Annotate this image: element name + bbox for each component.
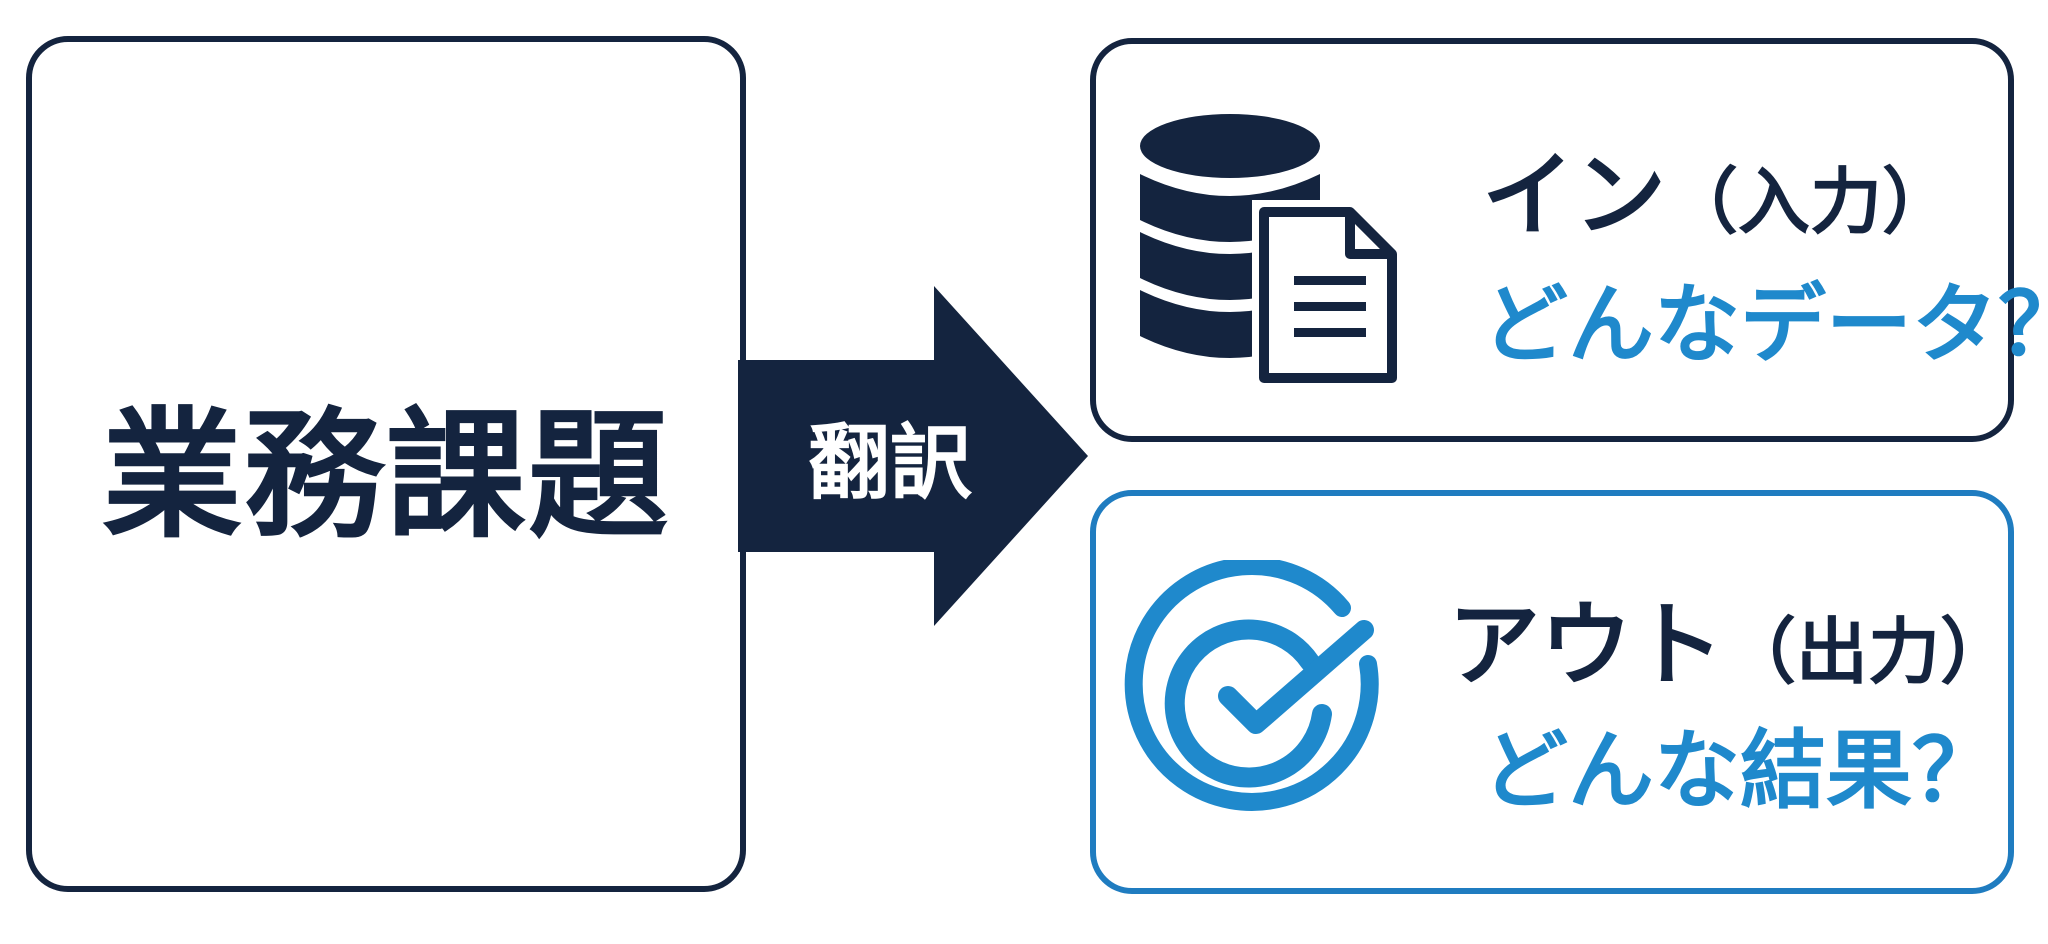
translate-label: 翻訳 <box>807 415 972 511</box>
input-paren: （入力） <box>1666 160 1955 244</box>
input-heading: イン（入力） <box>1482 150 1954 242</box>
output-question: どんな結果？ <box>1482 721 1998 821</box>
output-paren: （出力） <box>1724 610 2013 694</box>
output-title: アウト <box>1448 592 1725 699</box>
check-circle-icon <box>1124 560 1379 811</box>
business-problem-label: 業務課題 <box>101 395 670 558</box>
arrow-icon <box>738 286 1088 626</box>
output-heading: アウト（出力） <box>1448 600 2012 692</box>
output-box <box>1090 490 2014 894</box>
input-question: どんなデータ？ <box>1482 275 2048 375</box>
database-document-icon <box>1140 114 1404 390</box>
business-problem-box: 業務課題 <box>26 36 746 892</box>
input-title: イン <box>1482 142 1667 249</box>
